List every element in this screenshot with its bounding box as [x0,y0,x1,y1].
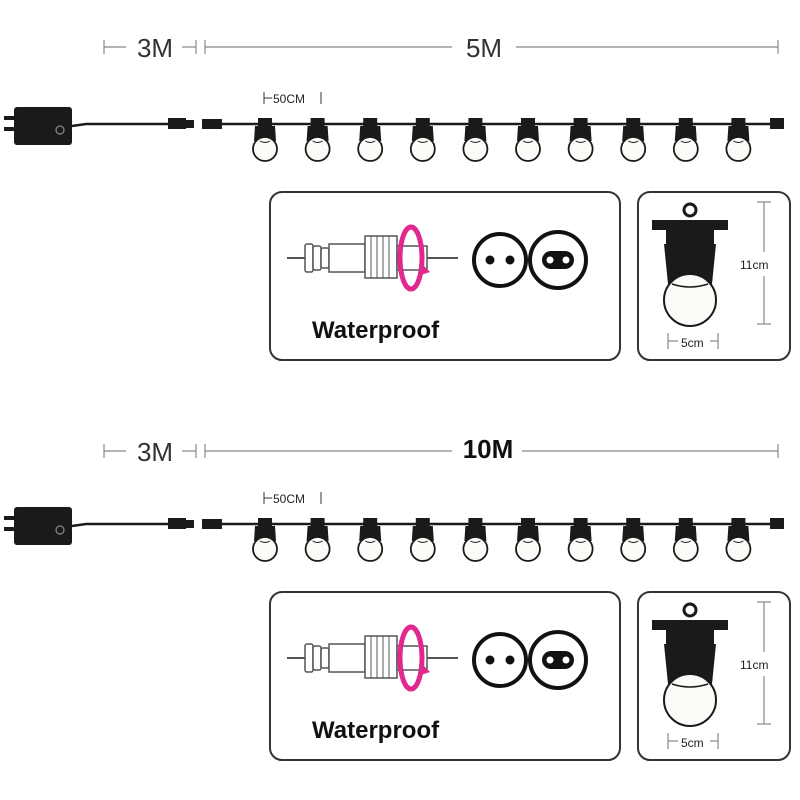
width-dimension [667,733,719,749]
section-10m: 3M 10M 50CM [4,434,791,761]
bulb-width-label: 5cm [681,336,704,350]
socket-icon [528,230,588,290]
lead-length-label: 3M [137,437,173,467]
dimension-line [103,40,779,54]
height-dimension [757,601,771,725]
string-length-label: 5M [466,33,502,63]
controller-box-icon [4,507,72,545]
height-dimension [757,201,771,325]
connector-plug-icon [168,518,222,529]
dimension-line [103,444,779,458]
bulb-icon [652,202,728,327]
bulb-icon [652,602,728,727]
socket-icon [472,632,528,688]
width-dimension [667,333,719,349]
bulb-height-label: 11cm [740,258,768,272]
socket-icon [528,630,588,690]
connector-plug-icon [287,235,458,279]
section-5m: 3M 5M 50CM [4,33,791,361]
bulb-detail-panel: 11cm 5cm [637,191,791,361]
socket-icon [472,232,528,288]
waterproof-panel: Waterproof [269,191,621,361]
spacing-label: 50CM [273,492,305,506]
bulb-width-label: 5cm [681,736,704,750]
lead-length-label: 3M [137,33,173,63]
waterproof-label: Waterproof [312,717,440,744]
connector-plug-icon [168,118,222,129]
waterproof-panel: Waterproof [269,591,621,761]
rotate-arrow-icon [397,224,425,292]
waterproof-label: Waterproof [312,317,440,344]
spacing-label: 50CM [273,92,305,106]
bulb-detail-panel: 11cm 5cm [637,591,791,761]
rotate-arrow-icon [397,624,425,692]
string-length-label: 10M [463,434,514,464]
bulb-height-label: 11cm [740,658,768,672]
controller-box-icon [4,107,72,145]
